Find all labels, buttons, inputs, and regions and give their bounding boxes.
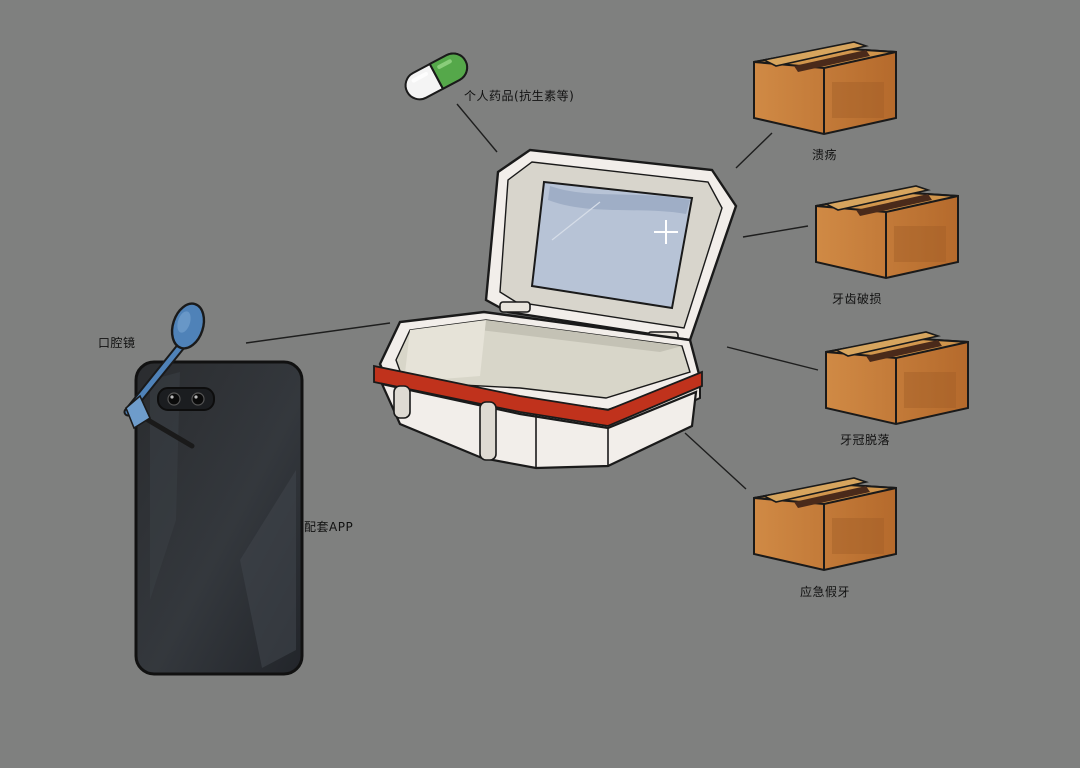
label-crown-loss: 牙冠脱落 [840, 431, 890, 448]
box-emergency-denture [754, 478, 896, 570]
connector-denture [685, 433, 746, 489]
label-mirror: 口腔镜 [98, 334, 136, 351]
camera-lens [168, 393, 180, 405]
connector-pill [457, 104, 497, 152]
first-aid-case [374, 150, 736, 468]
connector-mirror-app [246, 323, 390, 343]
camera-lens [192, 393, 204, 405]
pill-capsule [401, 49, 472, 105]
label-broken-tooth: 牙齿破损 [832, 290, 882, 307]
connector-crown [727, 347, 818, 370]
camera-bump [158, 388, 214, 410]
connector-ulcer [736, 133, 772, 168]
box-ulcer [754, 42, 896, 134]
box-broken-tooth [816, 186, 958, 278]
phone [136, 362, 302, 674]
label-ulcer: 溃疡 [812, 146, 837, 163]
label-emergency-denture: 应急假牙 [800, 583, 850, 600]
label-app: 配套APP [304, 518, 353, 535]
box-crown-loss [826, 332, 968, 424]
label-pill: 个人药品(抗生素等) [464, 87, 574, 104]
connector-broken-tooth [743, 226, 808, 237]
